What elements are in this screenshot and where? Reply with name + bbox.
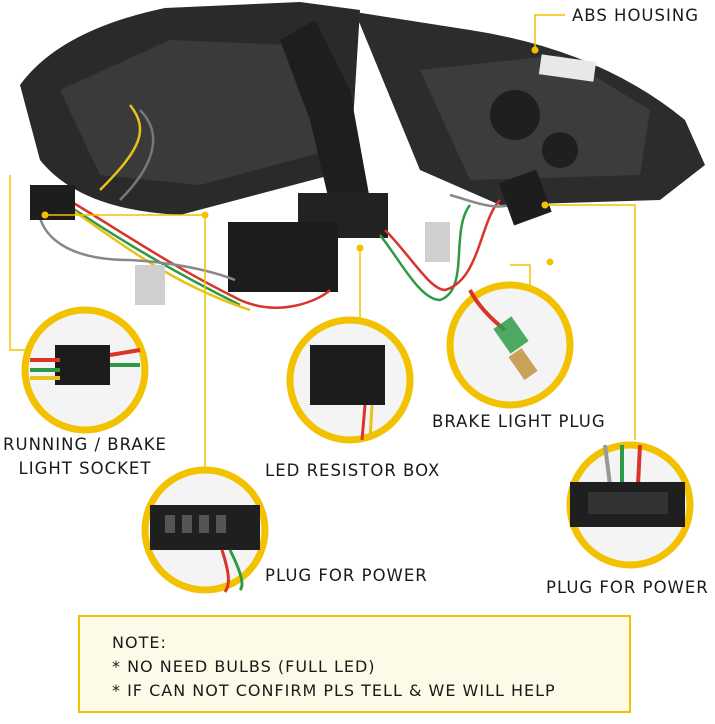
- label-plug-for-power-left: PLUG FOR POWER: [265, 566, 428, 585]
- power-plug-right: [498, 169, 552, 226]
- label-abs-housing: ABS HOUSING: [572, 6, 699, 25]
- label-running-brake-line1: RUNNING / BRAKE: [3, 435, 167, 454]
- detail-circle-brake-light-plug: [446, 281, 574, 409]
- note-line-1: * NO NEED BULBS (FULL LED): [112, 657, 376, 676]
- bulb-socket-right: [490, 90, 540, 140]
- label-plug-for-power-right: PLUG FOR POWER: [546, 578, 709, 597]
- detail-circle-led-resistor-box: [286, 316, 414, 444]
- left-lamp-inner: [60, 40, 330, 185]
- label-brake-light-plug: BRAKE LIGHT PLUG: [432, 412, 606, 431]
- detail-circle-plug-for-power-right: [566, 441, 694, 569]
- bracket-strap: [280, 20, 370, 205]
- note-box: NOTE: * NO NEED BULBS (FULL LED) * IF CA…: [78, 615, 631, 713]
- note-line-2: * IF CAN NOT CONFIRM PLS TELL & WE WILL …: [112, 681, 556, 700]
- detail-circle-plug-for-power-left: [141, 466, 269, 594]
- white-plug-left: [135, 265, 165, 305]
- white-plug-right: [425, 222, 450, 262]
- barcode-label: [538, 54, 597, 82]
- note-title: NOTE:: [112, 633, 167, 652]
- wiring: [36, 104, 521, 312]
- resistor-box-2: [228, 222, 338, 292]
- socket-connector: [30, 185, 75, 220]
- bulb-socket-right-2: [542, 132, 578, 168]
- label-running-brake-line2: LIGHT SOCKET: [18, 459, 152, 478]
- label-led-resistor-box: LED RESISTOR BOX: [265, 461, 441, 480]
- detail-circle-running-brake-socket: [21, 306, 149, 434]
